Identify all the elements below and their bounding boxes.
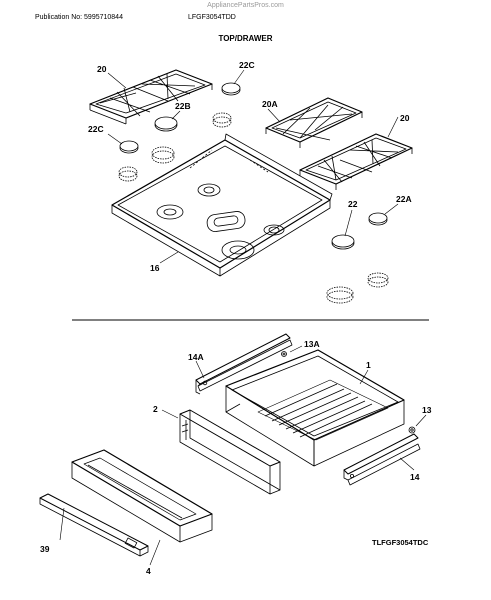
callout-14a: 14A — [188, 352, 204, 362]
burner-base-right-front — [326, 286, 354, 304]
burner-cap-22c-left[interactable] — [119, 140, 139, 154]
callout-22b: 22B — [175, 101, 191, 111]
publication-number: Publication No: 5995710844 — [35, 14, 123, 21]
bracket-13[interactable] — [408, 426, 416, 434]
model-number: LFGF3054TDD — [188, 14, 236, 21]
drawing-code: TLFGF3054TDC — [372, 538, 429, 547]
grate-left[interactable] — [89, 69, 213, 125]
callout-1: 1 — [366, 360, 371, 370]
handle-trim[interactable] — [39, 493, 149, 557]
burner-cap-22a[interactable] — [368, 212, 388, 226]
burner-base-center — [151, 146, 175, 164]
burner-base-right-rear — [367, 272, 389, 288]
burner-base-left — [118, 166, 138, 182]
callout-16: 16 — [150, 263, 160, 273]
callout-20-left: 20 — [97, 64, 107, 74]
drawer-front[interactable] — [179, 409, 281, 495]
section-title: TOP/DRAWER — [218, 34, 273, 43]
callout-14: 14 — [410, 472, 420, 482]
grate-right[interactable] — [299, 133, 413, 190]
slide-rail-14[interactable] — [343, 433, 421, 486]
bracket-13a[interactable] — [281, 351, 287, 357]
grate-20a[interactable] — [265, 97, 363, 148]
drawer-panel[interactable] — [71, 449, 213, 543]
callout-20-right: 20 — [400, 113, 410, 123]
leader-lines-drawer — [59, 345, 427, 566]
burner-cap-22[interactable] — [331, 234, 355, 250]
burner-base-top-right — [212, 112, 232, 128]
leader-lines-top — [107, 69, 399, 264]
callout-22: 22 — [348, 199, 358, 209]
burner-cap-22c-top[interactable] — [221, 82, 241, 96]
callout-22c-top: 22C — [239, 60, 255, 70]
callout-13a: 13A — [304, 339, 320, 349]
drawer-body[interactable] — [225, 349, 405, 467]
burner-cap-22b[interactable] — [154, 116, 178, 132]
callout-20a: 20A — [262, 99, 278, 109]
callout-13: 13 — [422, 405, 432, 415]
callout-39: 39 — [40, 544, 50, 554]
slide-rail-14a[interactable] — [195, 333, 293, 395]
callout-22c-left: 22C — [88, 124, 104, 134]
callout-4: 4 — [146, 566, 151, 576]
site-watermark: AppliancePartsPros.com — [207, 2, 284, 9]
cooktop[interactable] — [111, 133, 333, 277]
callout-2: 2 — [153, 404, 158, 414]
callout-22a: 22A — [396, 194, 412, 204]
